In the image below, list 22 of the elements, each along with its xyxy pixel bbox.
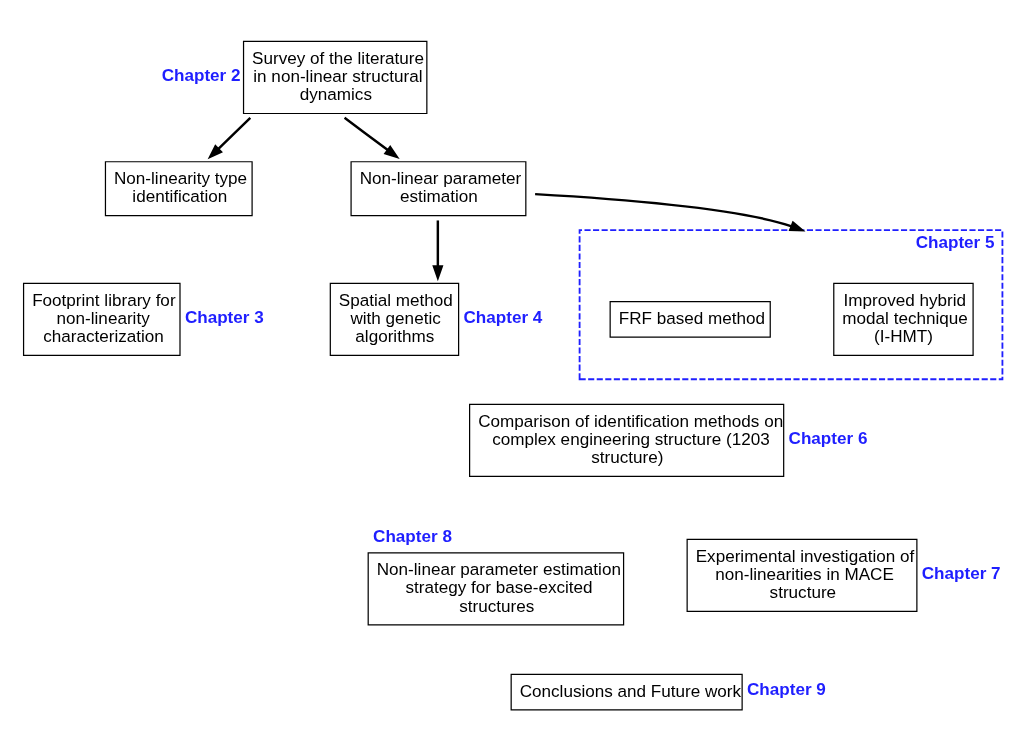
node-label: Chapter 3 [184, 307, 264, 327]
node-label: Chapter 7 [921, 563, 1001, 583]
arrow [535, 192, 806, 231]
node-box: Spatial method with genetic algorithms [329, 282, 460, 356]
node-box: FRF based method [609, 300, 771, 338]
node-box: Comparison of identification methods on complex engineering structure (1203 structure) [469, 403, 785, 477]
node-label: Chapter 8 [373, 526, 452, 546]
node-box: Survey of the literature in non-linear structural dynamics [242, 40, 428, 114]
node-label: Chapter 6 [788, 428, 868, 448]
node-box: Non-linear parameter estimation [350, 160, 527, 216]
node-box: Conclusions and Future work [510, 673, 743, 710]
node-box: Experimental investigation of non-linearities in MACE structure [686, 538, 918, 612]
arrow [207, 116, 252, 159]
node-box: Improved hybrid modal technique (I-HMT) [833, 282, 974, 356]
node-label: Chapter 2 [161, 65, 241, 85]
node-label: Chapter 9 [747, 679, 826, 699]
node-box: Non-linear parameter estimation strategy for base-excited structures [367, 551, 625, 625]
arrow [343, 116, 400, 159]
node-box: Footprint library for non-linearity characterization [22, 282, 181, 356]
node-box: Non-linearity type identification [104, 160, 253, 216]
arrow [432, 219, 444, 281]
node-label: Chapter 4 [463, 307, 543, 327]
